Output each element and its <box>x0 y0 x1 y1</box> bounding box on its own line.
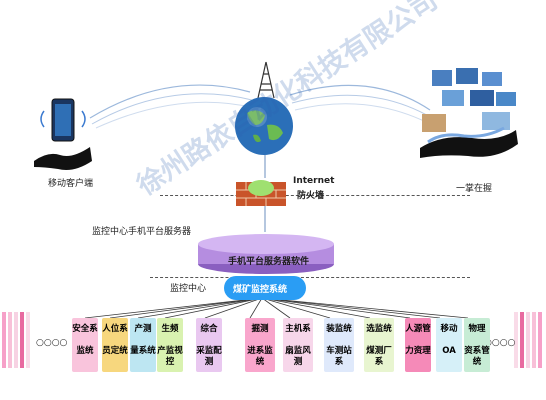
mobile-client-label: 移动客户端 <box>48 179 94 189</box>
system-column-line2: 力资理 <box>405 346 431 356</box>
system-column: 选监统煤测厂系 <box>364 318 394 372</box>
system-column-line1: 选监统 <box>366 324 392 334</box>
decor-stripe <box>26 312 30 368</box>
globe-icon <box>233 95 295 157</box>
coal-system-bubble <box>224 276 306 300</box>
tablet-hand <box>412 62 522 172</box>
internet-label: Internet <box>293 176 335 186</box>
system-column: 综合采监配测 <box>196 318 222 372</box>
system-column: 主机系扇监风测 <box>283 318 313 372</box>
system-column-line2: 员定统 <box>102 346 128 356</box>
ellipsis-left: ○○○○ <box>36 338 68 348</box>
system-column-line2: 进系监统 <box>247 346 273 367</box>
system-column: 人位系员定统 <box>102 318 128 372</box>
firewall-icon <box>236 178 286 206</box>
system-column: 产测量系统 <box>130 318 156 372</box>
system-column-line1: 综合 <box>200 324 218 334</box>
system-column: 生频产监视控 <box>157 318 183 372</box>
system-column-line2: 煤测厂系 <box>366 346 392 367</box>
server-disc <box>196 232 336 276</box>
system-column: 掘测进系监统 <box>245 318 275 372</box>
decor-stripe <box>8 312 12 368</box>
decor-stripe <box>14 312 18 368</box>
system-column-line2: 量系统 <box>130 346 156 356</box>
system-column-line2: 车测站系 <box>326 346 352 367</box>
system-column: 移动 OA <box>436 318 462 372</box>
system-column-line1: 产测 <box>134 324 152 334</box>
system-column: 安全系监统 <box>72 318 98 372</box>
decor-stripe <box>514 312 518 368</box>
decor-stripe <box>526 312 530 368</box>
system-column: 人源管力资理 <box>405 318 431 372</box>
system-column-line1: 生频 <box>161 324 179 334</box>
system-column: 装监统车测站系 <box>324 318 354 372</box>
ellipsis-right: ○○○○ <box>484 338 516 348</box>
system-column-line1: 移动 <box>440 324 458 334</box>
system-column-line1: 物理 <box>468 324 486 334</box>
system-column-line2: 监统 <box>76 346 94 356</box>
separator-line <box>150 277 470 278</box>
decor-stripe <box>538 312 542 368</box>
system-column-line1: 装监统 <box>326 324 352 334</box>
antenna-tower-icon <box>254 60 278 100</box>
firewall-label: 防火墙 <box>297 191 325 201</box>
system-column-line1: 安全系 <box>72 324 98 334</box>
system-column-line1: 主机系 <box>285 324 311 334</box>
in-hand-label: 一掌在握 <box>456 184 493 194</box>
system-column: 物理资系管统 <box>464 318 490 372</box>
system-column-line2: OA <box>442 346 456 356</box>
decor-stripe <box>520 312 524 368</box>
system-column-line2: 资系管统 <box>464 346 490 367</box>
decor-stripe <box>532 312 536 368</box>
server-software-label: 手机平台服务器软件 <box>228 257 310 267</box>
monitoring-center-label: 监控中心 <box>170 284 207 294</box>
decor-stripe <box>20 312 24 368</box>
system-column-line1: 人位系 <box>102 324 128 334</box>
separator-line <box>160 195 470 196</box>
system-column-line1: 掘测 <box>251 324 269 334</box>
system-column-line1: 人源管 <box>405 324 431 334</box>
server-label: 监控中心手机平台服务器 <box>92 227 192 237</box>
system-column-line2: 扇监风测 <box>285 346 311 367</box>
decor-stripe <box>2 312 6 368</box>
coal-system-label: 煤矿监控系统 <box>233 285 288 295</box>
mobile-phone-hand <box>30 95 100 175</box>
system-column-line2: 采监配测 <box>196 346 222 367</box>
system-column-line2: 产监视控 <box>157 346 183 367</box>
